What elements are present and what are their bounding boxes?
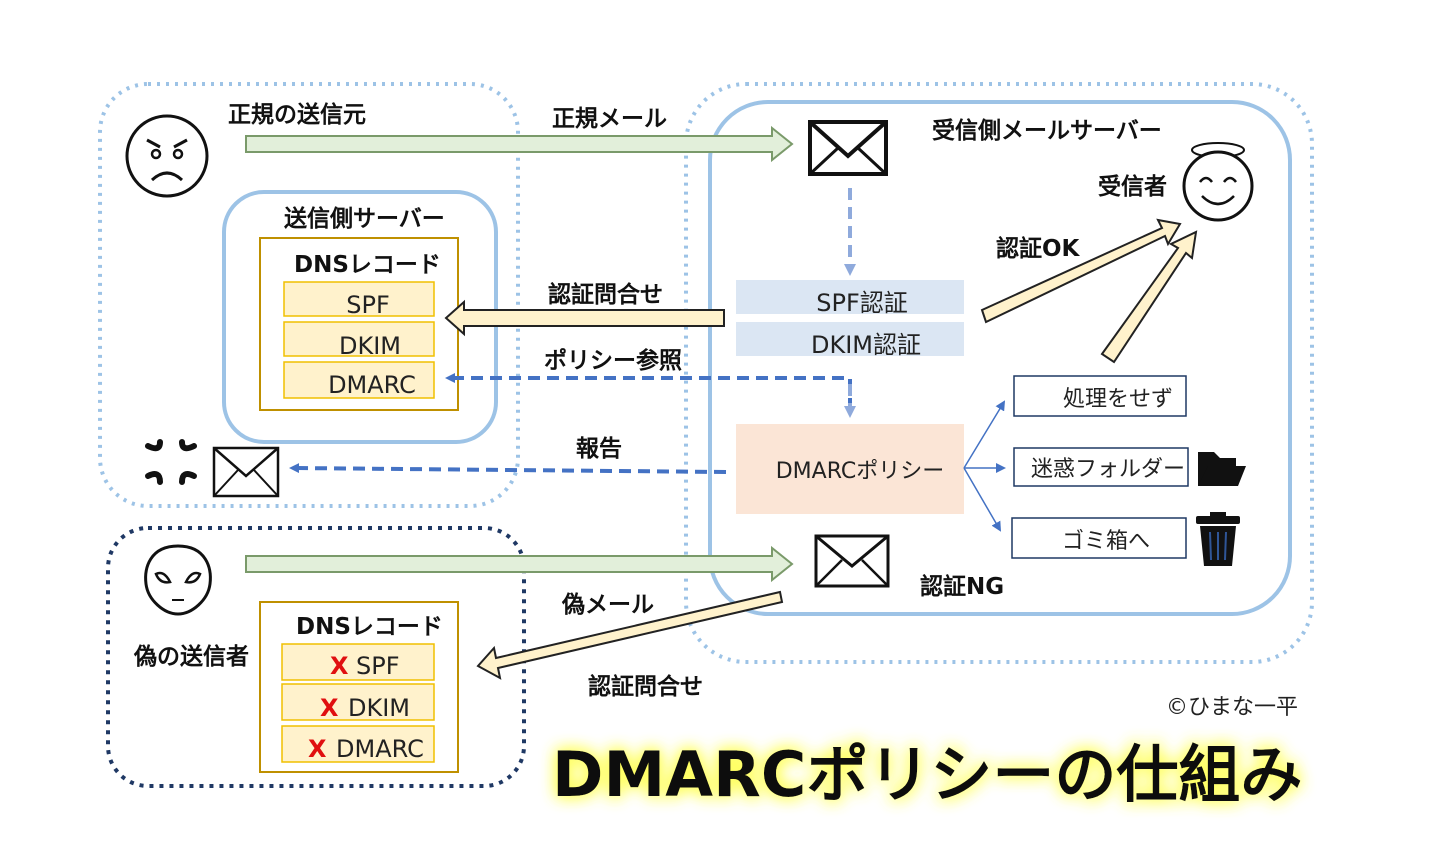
fake-dmarc-record-label: DMARC bbox=[336, 735, 424, 763]
dmarc-policy-label: DMARCポリシー bbox=[776, 459, 945, 484]
receiving-server-label: 受信側メールサーバー bbox=[932, 117, 1162, 144]
dkim-auth-label: DKIM認証 bbox=[811, 331, 921, 359]
legit-sender-label: 正規の送信元 bbox=[228, 101, 366, 128]
fake-mail-label: 偽メール bbox=[561, 591, 654, 618]
legit-mail-label: 正規メール bbox=[552, 106, 667, 132]
fake-dkim-record-label: DKIM bbox=[348, 694, 410, 722]
action-trash bbox=[1011, 517, 1187, 559]
fake-sender-label: 偽の送信者 bbox=[133, 643, 249, 670]
auth-ok-label: 認証OK bbox=[996, 235, 1081, 262]
dkim-record bbox=[283, 321, 435, 357]
sending-server-label: 送信側サーバー bbox=[284, 205, 445, 232]
action-trash-label: ゴミ箱へ bbox=[1062, 529, 1150, 554]
fake-inquiry-arrow bbox=[476, 590, 784, 680]
auth-inquiry-arrow bbox=[444, 299, 725, 337]
policy-ref-arrow bbox=[445, 373, 852, 410]
spf-auth-label: SPF認証 bbox=[816, 289, 908, 317]
legit-mail-arrow bbox=[245, 125, 794, 163]
dns-record-title: DNSレコード bbox=[294, 252, 441, 278]
fake-mail-arrow bbox=[245, 545, 794, 583]
auth-ng-label: 認証NG bbox=[920, 573, 1004, 600]
fake-spf-x-mark: X bbox=[330, 652, 349, 680]
action-spam-folder bbox=[1013, 447, 1189, 487]
trash-can-icon bbox=[1196, 512, 1240, 566]
dkim-auth-box bbox=[736, 322, 964, 356]
dmarc-record-label: DMARC bbox=[328, 371, 416, 399]
recipient-label: 受信者 bbox=[1098, 173, 1167, 200]
fake-dmarc-record bbox=[281, 725, 435, 763]
auth-inquiry-label: 認証問合せ bbox=[548, 281, 663, 308]
alien-face-icon bbox=[144, 544, 212, 616]
action-no-process-label: 処理をせず bbox=[1063, 387, 1173, 412]
main-title: DMARCポリシーの仕組み bbox=[552, 738, 1302, 811]
fake-inquiry-label: 認証問合せ bbox=[588, 673, 703, 700]
action-spam-folder-label: 迷惑フォルダー bbox=[1031, 457, 1185, 482]
angry-face-icon bbox=[125, 114, 209, 198]
branch-arrows bbox=[963, 400, 1006, 532]
legit-sender-group bbox=[98, 82, 520, 508]
policy-ref-label: ポリシー参照 bbox=[544, 347, 682, 374]
fake-dkim-record bbox=[281, 683, 435, 721]
report-arrow bbox=[289, 463, 727, 474]
auth-ok-arrow bbox=[980, 218, 1182, 324]
report-envelope-icon bbox=[212, 446, 280, 498]
angel-smile-face-icon bbox=[1182, 142, 1254, 222]
spf-record-label: SPF bbox=[346, 291, 390, 319]
policy-ok-arrow bbox=[1100, 230, 1198, 364]
dmarc-policy-box bbox=[736, 424, 964, 514]
fake-spf-record-label: SPF bbox=[356, 652, 400, 680]
spf-auth-box bbox=[736, 280, 964, 314]
action-no-process bbox=[1013, 375, 1187, 417]
report-label: 報告 bbox=[576, 435, 622, 462]
spf-record bbox=[283, 281, 435, 317]
receiving-server-box bbox=[708, 100, 1292, 616]
anger-mark-icon bbox=[145, 439, 197, 485]
dkim-record-label: DKIM bbox=[339, 332, 401, 360]
envelope-icon bbox=[808, 120, 888, 176]
receiving-group bbox=[684, 82, 1314, 664]
fake-dmarc-x-mark: X bbox=[308, 735, 327, 763]
copyright-label: ©ひまな一平 bbox=[1166, 695, 1298, 720]
fake-dkim-x-mark: X bbox=[320, 694, 339, 722]
fake-spf-record bbox=[281, 643, 435, 681]
folder-icon bbox=[1198, 452, 1246, 486]
fake-dns-record-title: DNSレコード bbox=[296, 614, 443, 640]
dmarc-record bbox=[283, 361, 435, 399]
fake-envelope-icon bbox=[814, 534, 890, 588]
